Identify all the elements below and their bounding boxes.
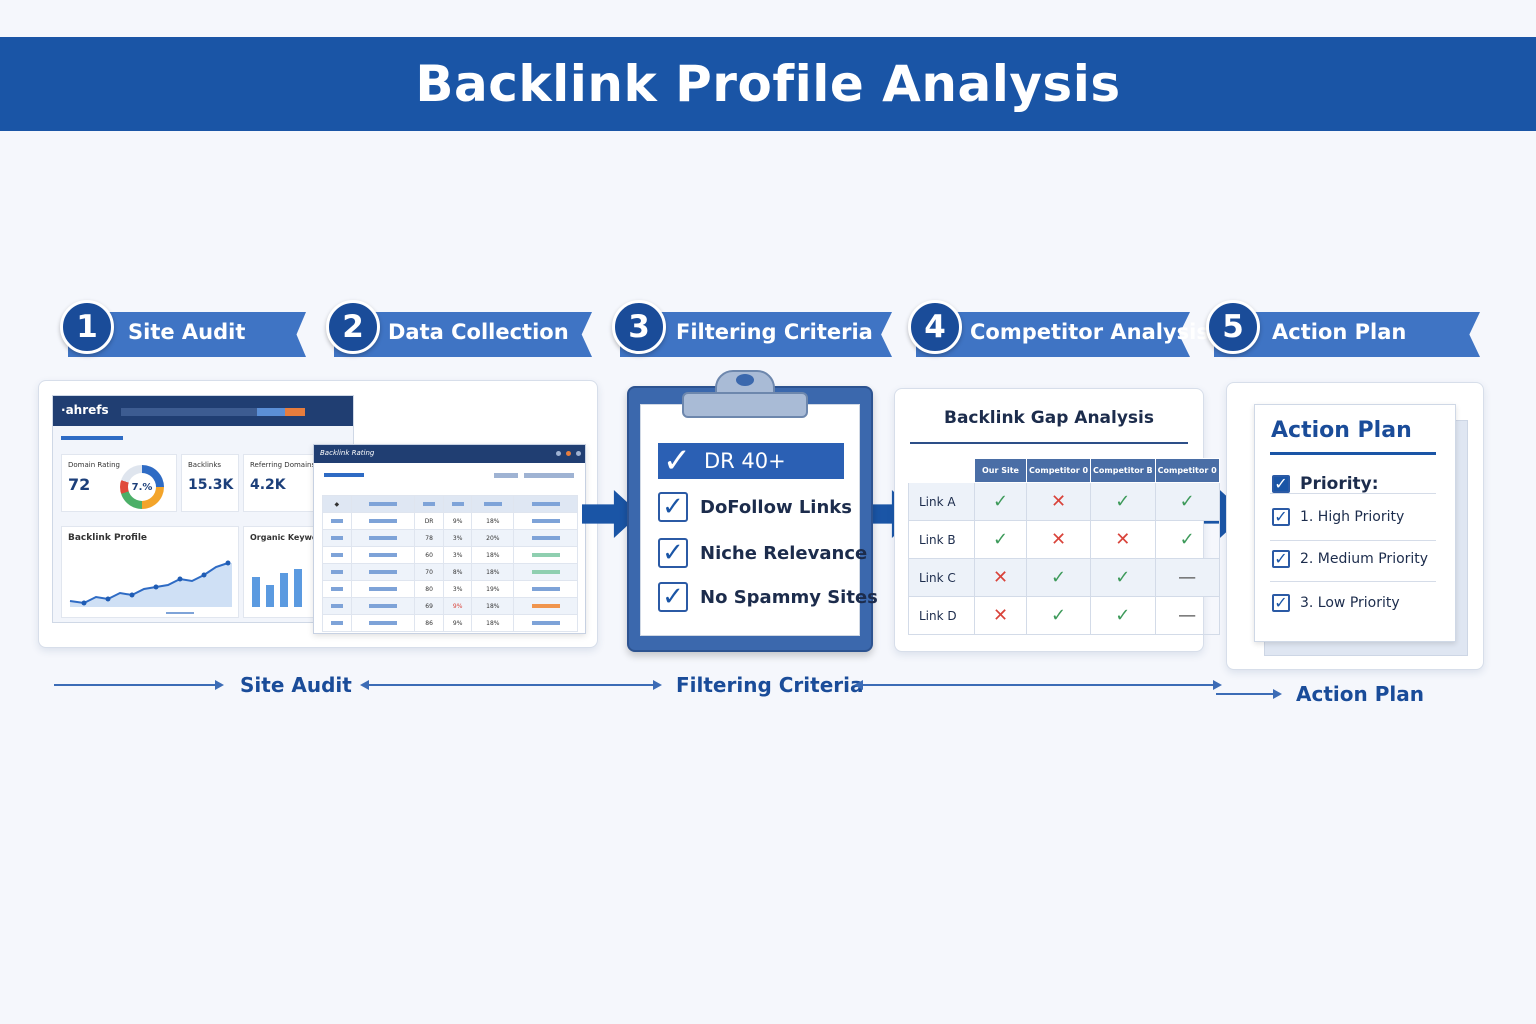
clipboard-clip: [682, 392, 808, 418]
page-title: Backlink Profile Analysis: [415, 55, 1121, 113]
domain-rating-donut: 7.%: [120, 465, 164, 509]
keywords-bar-chart: [252, 569, 302, 607]
gap-analysis-table: Our Site Competitor 0 Competitor B Compe…: [908, 458, 1220, 635]
flow-arrow: [360, 680, 662, 690]
cross-icon: ✕: [1025, 520, 1092, 559]
checkbox-checked-icon: ✓: [1272, 475, 1290, 493]
action-plan-title: Action Plan: [1271, 418, 1412, 443]
flow-arrow: [1216, 689, 1282, 699]
table-row: Link D ✕✓✓—: [908, 596, 1220, 635]
step-label: Action Plan: [1272, 320, 1407, 344]
step-label: Data Collection: [388, 320, 569, 344]
flow-label-filtering: Filtering Criteria: [676, 673, 864, 697]
table-row: Link C ✕✓✓—: [908, 558, 1220, 597]
step-number: 3: [612, 300, 666, 354]
checkbox-checked-icon: ✓: [658, 538, 688, 568]
checkbox-checked-icon: ✓: [1272, 508, 1290, 526]
cross-icon: ✕: [1090, 520, 1156, 559]
title-banner: Backlink Profile Analysis: [0, 37, 1536, 131]
table-row: Link A ✓✕✓✓: [908, 482, 1220, 521]
table-row: Link B ✓✕✕✓: [908, 520, 1220, 559]
step-filtering-criteria: 3 Filtering Criteria: [612, 300, 892, 360]
criterion-no-spam: ✓ No Spammy Sites: [658, 582, 878, 612]
check-icon: ✓: [1025, 596, 1092, 635]
check-icon: ✓: [1090, 482, 1156, 521]
check-icon: ✓: [1090, 558, 1156, 597]
criterion-dofollow: ✓ DoFollow Links: [658, 492, 852, 522]
checkbox-checked-icon: ✓: [1272, 594, 1290, 612]
step-action-plan: 5 Action Plan: [1206, 300, 1480, 360]
check-icon: ✓: [974, 520, 1027, 559]
step-data-collection: 2 Data Collection: [326, 300, 592, 360]
cross-icon: ✕: [974, 596, 1027, 635]
dash-icon: —: [1154, 596, 1220, 635]
kpi-backlinks: Backlinks 15.3K: [181, 454, 239, 512]
step-label: Site Audit: [128, 320, 246, 344]
action-plan-sheet: [1254, 404, 1456, 642]
step-number: 5: [1206, 300, 1260, 354]
cross-icon: ✕: [1025, 482, 1092, 521]
gap-analysis-title: Backlink Gap Analysis: [943, 408, 1154, 428]
cross-icon: ✕: [974, 558, 1027, 597]
flow-label-site-audit: Site Audit: [240, 673, 352, 697]
flow-arrow: [854, 680, 1222, 690]
priority-item-medium: ✓ 2. Medium Priority: [1272, 550, 1428, 568]
criterion-niche: ✓ Niche Relevance: [658, 538, 867, 568]
checkbox-checked-icon: ✓: [1272, 550, 1290, 568]
checkbox-checked-icon: ✓: [658, 492, 688, 522]
priority-header: ✓ Priority:: [1272, 474, 1379, 494]
check-icon: ✓: [1154, 482, 1220, 521]
backlink-line-chart: [69, 560, 232, 614]
ahrefs-dashboard: ·ahrefs Domain Rating 72 7.% Backlinks 1…: [52, 395, 354, 623]
check-icon: ✓: [1090, 596, 1156, 635]
priority-item-low: ✓ 3. Low Priority: [1272, 594, 1400, 612]
step-label: Filtering Criteria: [676, 320, 873, 344]
check-icon: ✓: [1154, 520, 1220, 559]
check-icon: ✓: [974, 482, 1027, 521]
dash-icon: —: [1154, 558, 1220, 597]
kpi-domain-rating: Domain Rating 72 7.%: [61, 454, 177, 512]
step-competitor-analysis: 4 Competitor Analysis: [908, 300, 1209, 360]
step-site-audit: 1 Site Audit: [60, 300, 306, 360]
criterion-dr: ✓ DR 40+: [658, 441, 844, 481]
step-number: 1: [60, 300, 114, 354]
step-number: 2: [326, 300, 380, 354]
ahrefs-logo: ·ahrefs: [61, 403, 109, 417]
step-number: 4: [908, 300, 962, 354]
backlink-profile-chart: Backlink Profile: [61, 526, 239, 618]
priority-item-high: ✓ 1. High Priority: [1272, 508, 1404, 526]
flow-label-action-plan: Action Plan: [1296, 682, 1424, 706]
check-icon: ✓: [1025, 558, 1092, 597]
step-label: Competitor Analysis: [970, 320, 1209, 344]
flow-arrow: [54, 680, 224, 690]
checkbox-checked-icon: ✓: [658, 582, 688, 612]
checkmark-icon: ✓: [662, 441, 692, 481]
